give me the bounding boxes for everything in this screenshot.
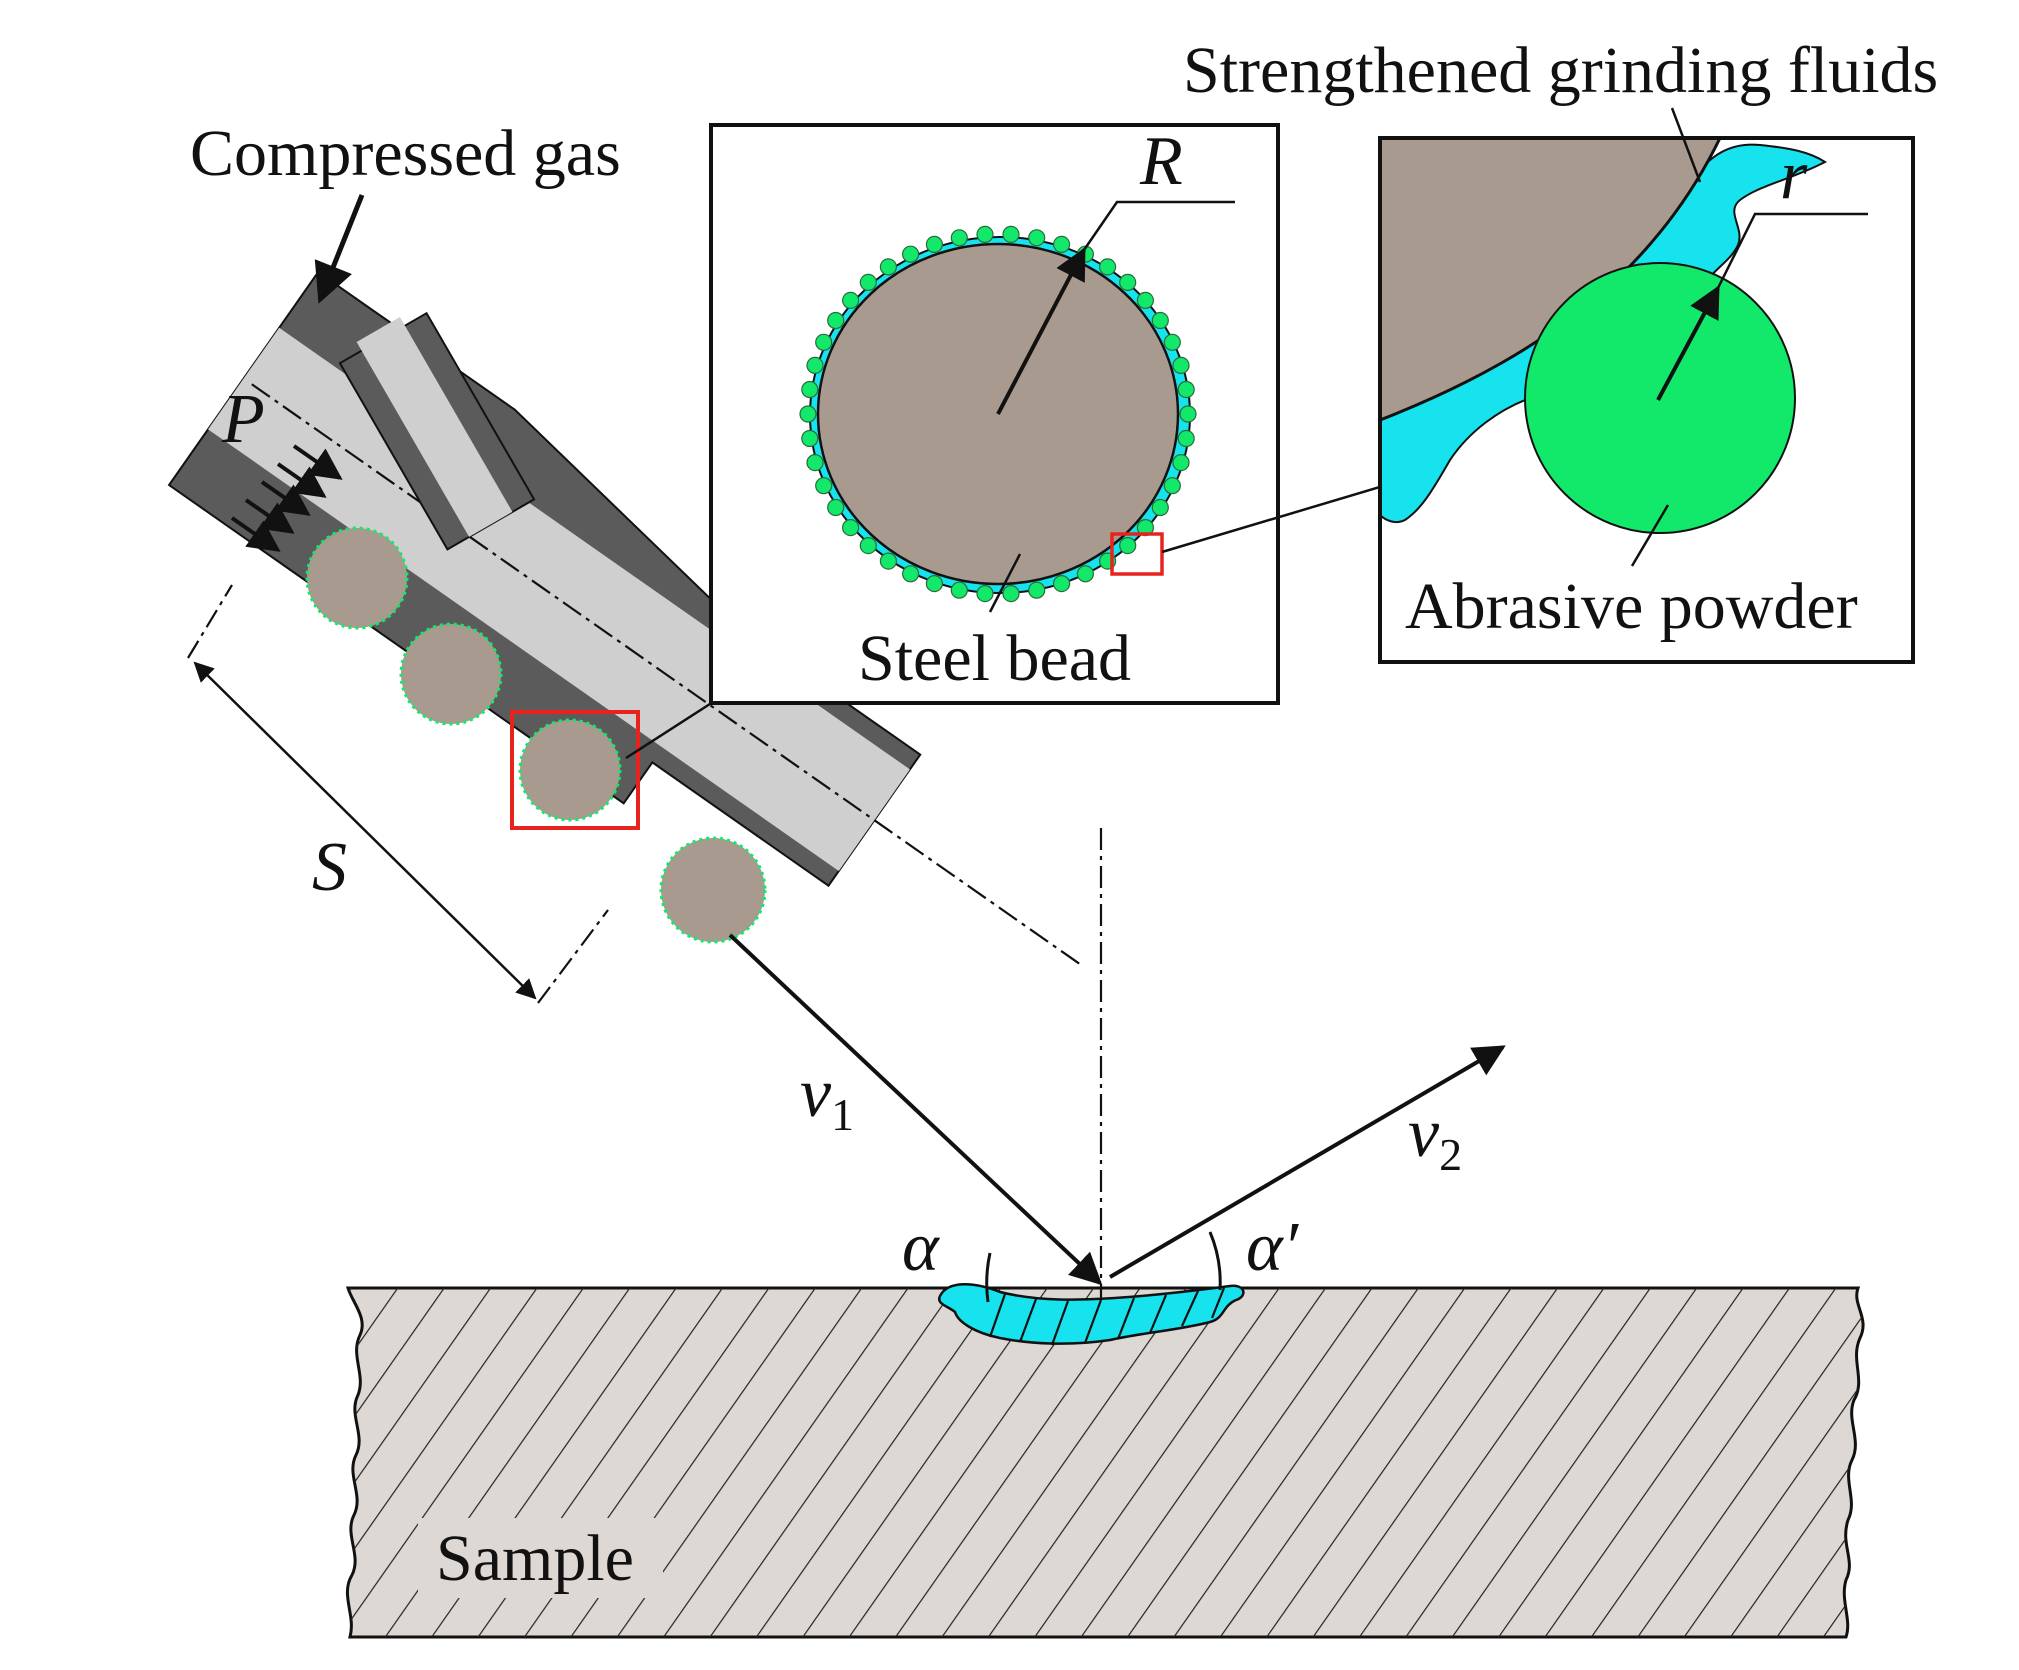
abrasive-powder-particle (815, 477, 833, 495)
abrasive-powder-particle (859, 536, 877, 555)
abrasive-powder-particle (901, 565, 920, 583)
nozzle-bore (208, 327, 910, 871)
abrasive-powder-particle (1002, 225, 1020, 243)
abrasive-powder-particle (801, 380, 819, 399)
abrasive-powder-particle (925, 574, 944, 593)
steel-bead-in-nozzle (518, 718, 622, 822)
grinding-fluid-impact-film (937, 1283, 1245, 1345)
abrasive-powder-particle (1028, 581, 1046, 599)
abrasive-powder-particle (799, 405, 817, 423)
sample-hatching (347, 1288, 1864, 1637)
angle-in-arc (985, 1252, 992, 1303)
abrasive-powder-particle (1076, 565, 1095, 583)
abrasive-powder-particle (1052, 235, 1071, 253)
abrasive-powder-particle (879, 552, 898, 570)
pressure-arrows (230, 444, 343, 552)
abrasive-powder-particle (1098, 258, 1117, 276)
strengthened-fluids-label: Strengthened grinding fluids (1183, 34, 1938, 107)
abrasive-powder-zoom-panel: r Abrasive powder (1378, 107, 1915, 664)
radius-r-small-arrow (1656, 285, 1720, 401)
velocity-in-arrow (728, 933, 1103, 1286)
abrasive-powder-particle (1136, 291, 1155, 309)
abrasive-powder-particle (1179, 405, 1197, 423)
abrasive-powder-particle (1172, 356, 1190, 374)
velocity-in-symbol: v (800, 1055, 832, 1132)
leader-to-powder-zoom (1161, 476, 1411, 554)
abrasive-powder-particle (1163, 333, 1181, 351)
steel-bead-zoom-panel: R Steel bead (709, 123, 1280, 705)
abrasive-powder-particle (815, 333, 833, 351)
abrasive-powder-particle (976, 584, 994, 603)
symbol-angle-out: α′ (1246, 1209, 1300, 1286)
steel-bead-label: Steel bead (858, 622, 1131, 695)
angle-out-arc (1208, 1231, 1222, 1291)
abrasive-powder-particle (806, 454, 824, 472)
compressed-gas-arrow (314, 194, 365, 304)
highlight-box-powder (1110, 532, 1164, 576)
abrasive-powder-particle (1052, 574, 1071, 593)
sample-label-backdrop (418, 1518, 663, 1598)
nozzle-centerline (251, 383, 1080, 965)
abrasive-powder-particle (1119, 536, 1137, 555)
abrasive-powder-particle (925, 235, 944, 253)
ejected-steel-bead (659, 836, 767, 944)
sample-block: Sample (345, 1286, 1865, 1639)
velocity-in-subscript: 1 (831, 1089, 854, 1140)
abrasive-powder-particle (859, 273, 877, 291)
abrasive-powder-particle (1151, 498, 1169, 517)
abrasive-powder-particle (950, 581, 968, 599)
radius-r-small-leader (1716, 212, 1868, 289)
gas-inlet-channel (356, 317, 513, 537)
abrasive-powder-label: Abrasive powder (1405, 570, 1858, 643)
abrasive-powder-particle (827, 311, 845, 330)
velocity-out-symbol: v (1408, 1095, 1440, 1172)
abrasive-powder-particle (1151, 311, 1169, 330)
abrasive-powder-particle (879, 258, 898, 276)
symbol-distance: S (312, 829, 347, 906)
symbol-velocity-out: v2 (1408, 1095, 1462, 1180)
velocity-out-subscript: 2 (1439, 1129, 1462, 1180)
abrasive-powder-particle (1177, 429, 1195, 448)
symbol-pressure: P (221, 381, 265, 458)
abrasive-powder-particle (1163, 477, 1181, 495)
abrasive-powder-particle (976, 225, 994, 243)
abrasive-powder-particle (1028, 229, 1046, 247)
symbol-powder-radius: r (1780, 137, 1808, 214)
fluid-film-hatching (988, 1287, 1226, 1346)
powder-panel-border (1378, 136, 1915, 664)
abrasive-powder-particle (827, 498, 845, 517)
steel-bead-in-nozzle (399, 622, 503, 726)
abrasive-powder-particle (801, 429, 819, 448)
radius-r-arrow (996, 247, 1086, 415)
abrasive-powder-leader (1630, 504, 1670, 567)
abrasive-powder-particle (1002, 584, 1020, 603)
dimension-s (187, 584, 609, 1004)
abrasive-powder-particle (901, 245, 920, 263)
symbol-velocity-in: v1 (800, 1055, 854, 1140)
abrasive-powder-particle (1172, 454, 1190, 472)
radius-r-leader (1082, 200, 1235, 251)
steel-bead-leader (988, 553, 1022, 613)
sample-label: Sample (436, 1522, 634, 1595)
abrasive-powder-particle (841, 291, 860, 309)
abrasive-powder-particle (1119, 273, 1137, 291)
velocity-out-arrow (1108, 1045, 1506, 1279)
abrasive-powder-particle (1177, 380, 1195, 399)
symbol-bead-radius: R (1139, 123, 1183, 200)
compressed-gas-label: Compressed gas (190, 117, 621, 190)
symbol-angle-in: α (902, 1209, 940, 1286)
fluid-leader (1670, 107, 1702, 183)
abrasive-powder-particle (806, 356, 824, 374)
abrasive-powder-particle (841, 518, 860, 537)
abrasive-powder-particle (950, 229, 968, 247)
steel-bead-in-nozzle (305, 526, 409, 630)
